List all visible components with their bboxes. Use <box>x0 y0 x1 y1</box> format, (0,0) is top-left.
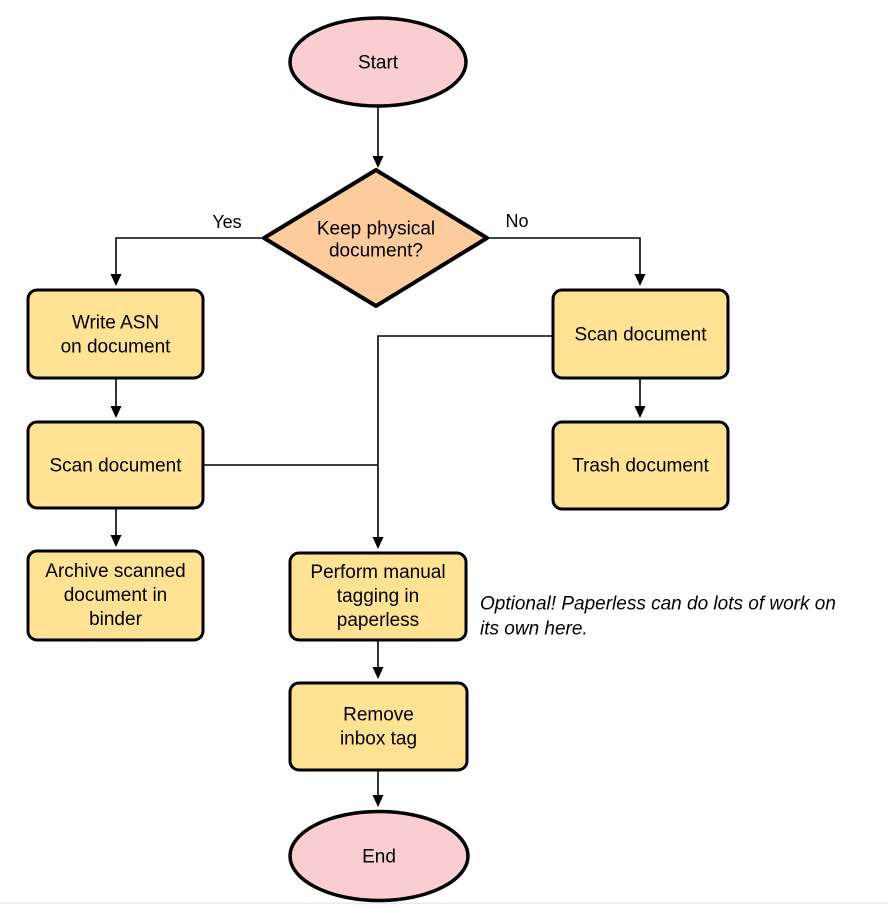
archive-label-line1: Archive scanned <box>45 561 185 582</box>
edge-decision-no <box>487 237 646 286</box>
node-remove-inbox: Remove inbox tag <box>288 681 469 772</box>
decision-label-line2: document? <box>329 241 423 262</box>
archive-label-line3: binder <box>89 609 142 630</box>
edge-scanright-to-tagging <box>372 335 553 549</box>
remove-inbox-label-line1: Remove <box>343 705 414 726</box>
scan-right-label: Scan document <box>574 325 707 346</box>
edge-label-yes: Yes <box>212 212 241 232</box>
annotation-line2: its own here. <box>480 619 588 640</box>
write-asn-label-line2: on document <box>61 337 172 358</box>
scan-right-box <box>551 288 730 380</box>
annotation: Optional! Paperless can do lots of work … <box>480 594 836 640</box>
node-tagging: Perform manual tagging in paperless <box>288 551 468 642</box>
remove-inbox-label-line2: inbox tag <box>340 729 417 750</box>
node-scan-right: Scan document <box>551 288 730 380</box>
edge-label-no: No <box>505 211 528 231</box>
decision-label-line1: Keep physical <box>317 219 435 240</box>
archive-label-line2: document in <box>64 585 168 606</box>
node-start: Start <box>288 16 468 108</box>
start-label: Start <box>358 53 399 74</box>
end-label: End <box>362 847 396 868</box>
bottom-rule <box>0 902 888 904</box>
remove-inbox-box <box>288 681 469 772</box>
annotation-line1: Optional! Paperless can do lots of work … <box>480 594 836 615</box>
write-asn-label-line1: Write ASN <box>72 313 159 334</box>
write-asn-box <box>26 288 205 380</box>
node-archive: Archive scanned document in binder <box>26 549 205 642</box>
trash-label: Trash document <box>572 456 709 477</box>
tagging-label-line1: Perform manual <box>310 562 445 583</box>
end-ellipse <box>288 809 470 903</box>
tagging-box <box>288 551 468 642</box>
archive-box <box>26 549 205 642</box>
scan-left-box <box>26 420 205 510</box>
node-scan-left: Scan document <box>26 420 205 510</box>
tagging-label-line2: tagging in <box>337 586 419 607</box>
tagging-label-line3: paperless <box>337 610 419 631</box>
node-trash: Trash document <box>551 420 730 511</box>
node-write-asn: Write ASN on document <box>26 288 205 380</box>
node-end: End <box>288 809 470 903</box>
trash-box <box>551 420 730 511</box>
scan-left-label: Scan document <box>49 456 182 477</box>
decision-diamond <box>262 168 489 308</box>
start-ellipse <box>288 16 468 108</box>
edge-decision-yes <box>110 237 264 286</box>
node-decision: Keep physical document? <box>262 168 489 308</box>
